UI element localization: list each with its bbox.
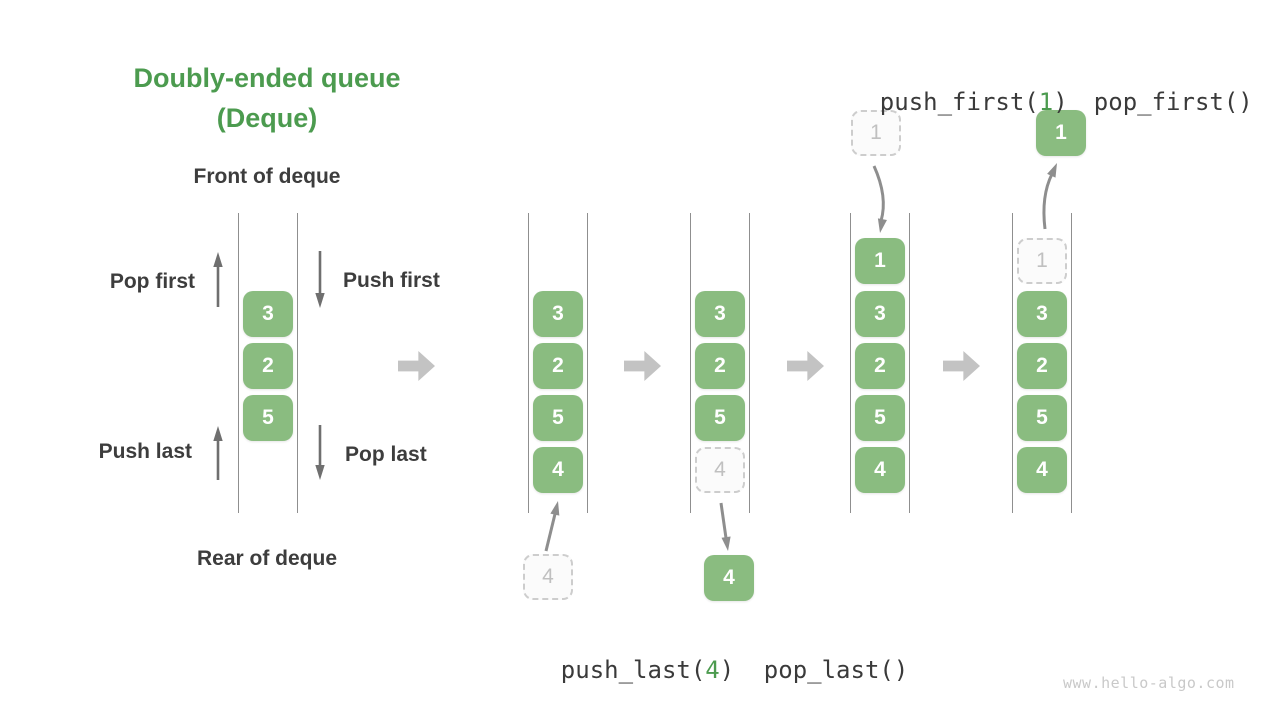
deque-cell: 5 [855, 395, 905, 441]
incoming-element-ghost: 4 [523, 554, 573, 600]
deque-rails-after-push-first: 1 3 2 5 4 [850, 213, 910, 513]
deque-cell: 1 [855, 238, 905, 284]
deque-rails-after-pop-last: 3 2 5 4 [690, 213, 750, 513]
deque-cell: 5 [1017, 395, 1067, 441]
step-arrow-icon [398, 351, 435, 381]
step-arrow-icon [624, 351, 661, 381]
push-first-code-label: push_first(1) [822, 60, 1068, 144]
pop-first-code-label: pop_first() [1036, 60, 1253, 144]
pop-first-arrow-icon [213, 252, 223, 307]
deque-cell: 3 [695, 291, 745, 337]
diagram-title-line1: Doubly-ended queue [133, 63, 401, 93]
deque-rails-after-push-last: 3 2 5 4 [528, 213, 588, 513]
code-arg: 1 [1038, 88, 1054, 116]
removed-slot-ghost: 1 [1017, 238, 1067, 284]
deque-cell: 2 [243, 343, 293, 389]
pop-last-arrow-icon [315, 425, 325, 480]
code-text: push_first( [879, 88, 1039, 116]
deque-cell: 3 [855, 291, 905, 337]
deque-rails-after-pop-first: 1 3 2 5 4 [1012, 213, 1072, 513]
push-last-label: Push last [98, 440, 192, 463]
deque-cell: 3 [533, 291, 583, 337]
deque-cell: 4 [533, 447, 583, 493]
popped-element: 1 [1036, 110, 1086, 156]
pop-last-code-label: pop_last() [706, 628, 909, 712]
deque-rails-initial: 3 2 5 [238, 213, 298, 513]
deque-cell: 5 [243, 395, 293, 441]
code-text: pop_last() [763, 656, 909, 684]
popped-element: 4 [704, 555, 754, 601]
deque-cell: 2 [533, 343, 583, 389]
deque-cell: 2 [1017, 343, 1067, 389]
removed-slot-ghost: 4 [695, 447, 745, 493]
deque-cell: 4 [1017, 447, 1067, 493]
deque-cell: 5 [695, 395, 745, 441]
code-text: ) [719, 656, 735, 684]
code-text: push_last( [560, 656, 706, 684]
pop-last-label: Pop last [345, 443, 427, 466]
front-of-deque-label: Front of deque [193, 165, 341, 188]
code-text: pop_first() [1093, 88, 1253, 116]
watermark: www.hello-algo.com [1063, 674, 1235, 692]
deque-cell: 3 [1017, 291, 1067, 337]
deque-cell: 5 [533, 395, 583, 441]
deque-cell: 2 [855, 343, 905, 389]
pop-first-label: Pop first [109, 270, 195, 293]
step-arrow-icon [943, 351, 980, 381]
push-first-label: Push first [343, 269, 440, 292]
deque-cell: 3 [243, 291, 293, 337]
incoming-element-ghost: 1 [851, 110, 901, 156]
step-arrow-icon [787, 351, 824, 381]
deque-cell: 4 [855, 447, 905, 493]
push-last-arrow-icon [213, 426, 223, 480]
push-first-arrow-icon [315, 251, 325, 308]
code-text: ) [1053, 88, 1068, 116]
push-last-code-label: push_last(4) [503, 628, 734, 712]
code-arg: 4 [705, 656, 720, 684]
diagram-title: Doubly-ended queue (Deque) [92, 58, 442, 138]
deque-cell: 2 [695, 343, 745, 389]
diagram-title-line2: (Deque) [216, 103, 318, 133]
rear-of-deque-label: Rear of deque [196, 547, 338, 570]
